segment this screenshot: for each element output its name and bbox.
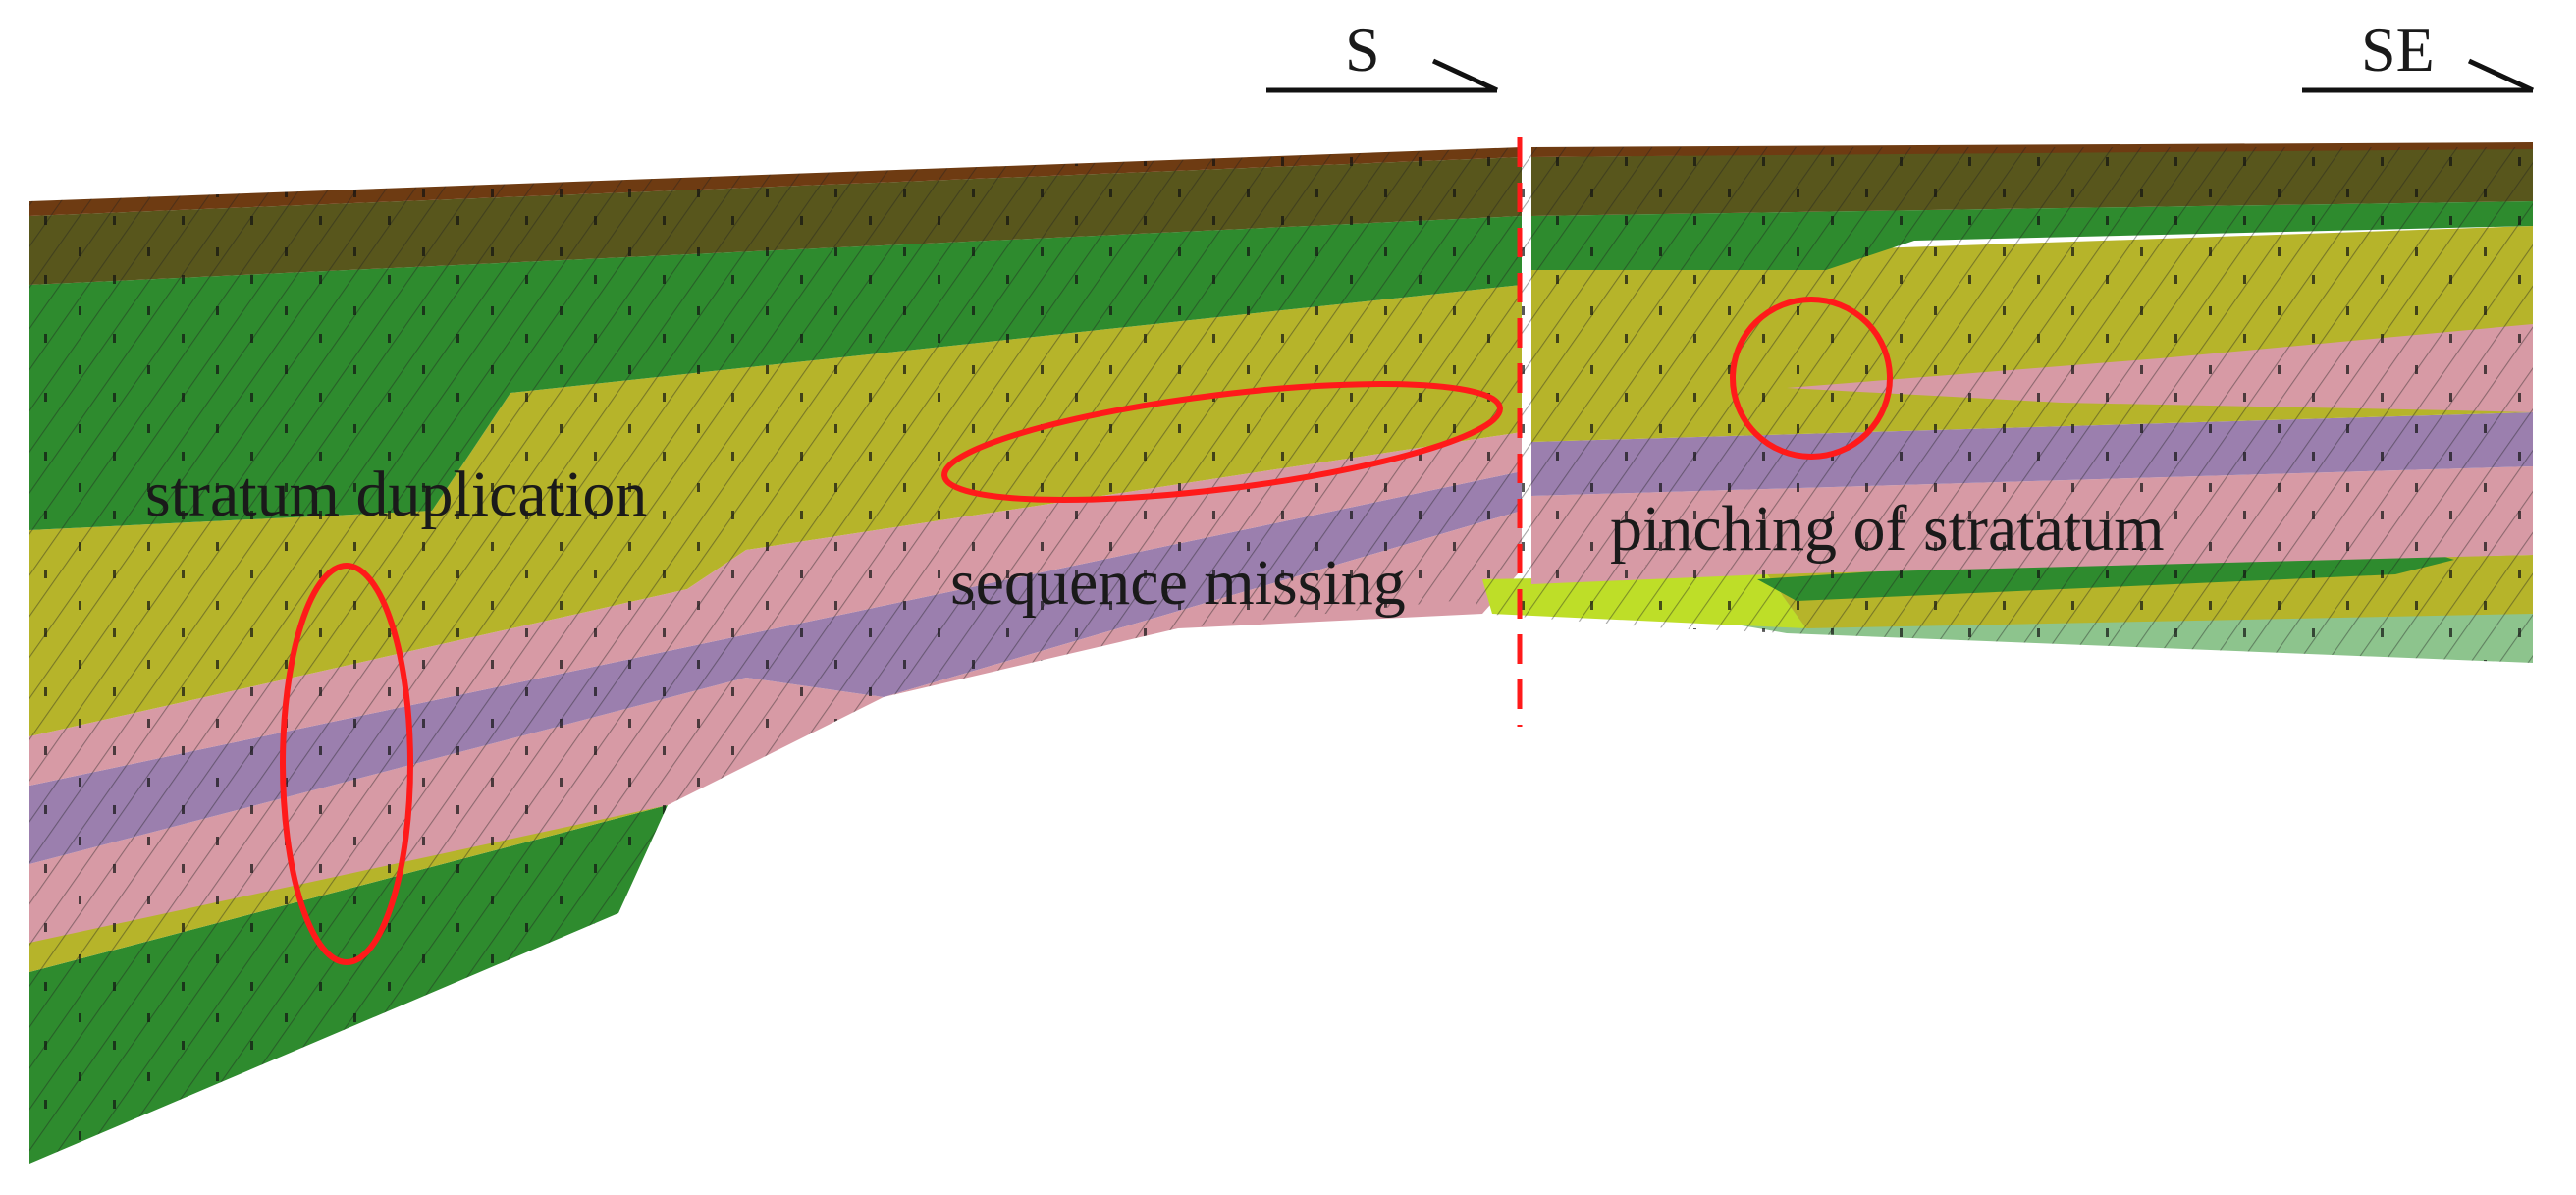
pinching-circle (1730, 297, 1893, 460)
direction-label-s: S (1345, 15, 1380, 84)
direction-marker-se: SE (2302, 15, 2535, 93)
annotation-stratum-duplication: stratum duplication (145, 459, 647, 530)
annotation-sequence-missing: sequence missing (950, 547, 1406, 619)
direction-label-se: SE (2361, 15, 2435, 84)
direction-marker-s: S (1266, 15, 1499, 93)
duplication-ellipse (280, 563, 413, 965)
annotation-pinching: pinching of stratatum (1610, 493, 2165, 565)
missing-ellipse (941, 381, 1503, 503)
